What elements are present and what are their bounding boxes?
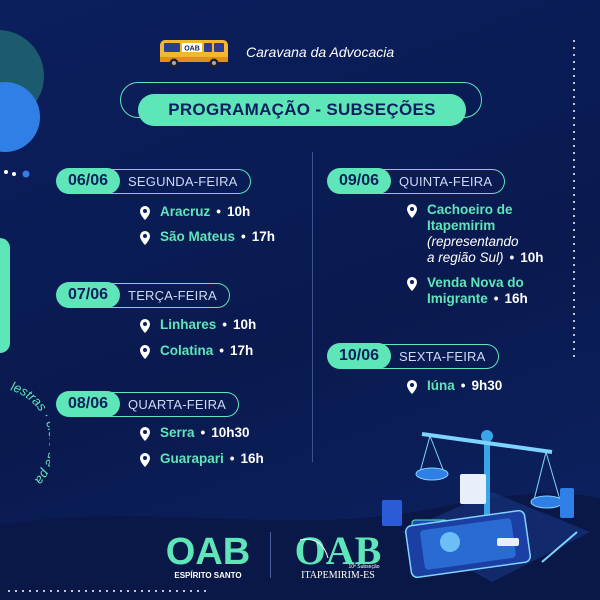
event-subtitle: Caravana da Advocacia	[246, 44, 395, 60]
day-header: 08/06 QUARTA-FEIRA	[56, 391, 240, 417]
svg-text:OAB: OAB	[184, 46, 200, 53]
time: 16h	[504, 291, 528, 306]
location-item: Serra•10h30	[138, 425, 250, 451]
city-name-line2: Itapemirim	[427, 218, 496, 233]
location-item: Guarapari•16h	[138, 451, 264, 477]
time: 10h	[233, 317, 257, 332]
map-pin-icon	[407, 204, 417, 218]
time: 10h	[227, 204, 251, 219]
decor-dots	[4, 170, 30, 178]
svg-text:ESPÍRITO SANTO: ESPÍRITO SANTO	[174, 571, 241, 580]
map-pin-icon	[140, 231, 150, 245]
city-name: Colatina	[160, 343, 214, 358]
location-item: Colatina•17h	[138, 343, 253, 369]
logo-separator	[270, 532, 271, 578]
weekday-label: QUARTA-FEIRA	[106, 391, 240, 417]
map-pin-icon	[140, 206, 150, 220]
time: 10h30	[211, 425, 250, 440]
curved-text-decoration: lestras · ciclo de pa	[9, 379, 50, 489]
city-name: São Mateus	[160, 229, 236, 244]
column-divider	[312, 152, 313, 462]
map-pin-icon	[140, 345, 150, 359]
day-header: 10/06 SEXTA-FEIRA	[327, 343, 499, 369]
weekday-label: SEGUNDA-FEIRA	[106, 168, 251, 194]
weekday-label: SEXTA-FEIRA	[377, 343, 499, 369]
time: 16h	[240, 451, 264, 466]
day-header: 06/06 SEGUNDA-FEIRA	[56, 168, 251, 194]
city-name: Cachoeiro de	[427, 202, 513, 217]
weekday-label: TERÇA-FEIRA	[106, 282, 230, 308]
decor-bar	[0, 238, 10, 353]
weekday-label: QUINTA-FEIRA	[377, 168, 506, 194]
svg-text:ITAPEMIRIM-ES: ITAPEMIRIM-ES	[301, 570, 375, 581]
city-name: Serra	[160, 425, 195, 440]
map-pin-icon	[140, 427, 150, 441]
day-header: 07/06 TERÇA-FEIRA	[56, 282, 230, 308]
location-item: Venda Nova do Imigrante•16h	[405, 275, 528, 309]
date-badge: 09/06	[327, 168, 392, 194]
svg-text:OAB: OAB	[166, 531, 250, 573]
date-badge: 06/06	[56, 168, 121, 194]
city-name: Linhares	[160, 317, 217, 332]
map-pin-icon	[407, 277, 417, 291]
location-note: (representando	[427, 234, 519, 249]
location-item: Linhares•10h	[138, 317, 256, 343]
location-item: São Mateus•17h	[138, 229, 275, 255]
date-badge: 10/06	[327, 343, 392, 369]
map-pin-icon	[140, 319, 150, 333]
location-item: Iúna•9h30	[405, 378, 502, 404]
city-name-line2: Imigrante	[427, 291, 488, 306]
time: 17h	[230, 343, 254, 358]
dotted-border-right	[573, 40, 575, 360]
schedule-day: 06/06 SEGUNDA-FEIRA	[56, 168, 251, 194]
city-name: Aracruz	[160, 204, 211, 219]
location-item: Aracruz•10h	[138, 204, 250, 230]
date-badge: 08/06	[56, 391, 121, 417]
schedule-day: 10/06 SEXTA-FEIRA	[327, 343, 499, 369]
oab-itapemirim-logo: OAB 10ª Subseção ITAPEMIRIM-ES	[295, 528, 382, 581]
bus-icon: OAB	[160, 40, 228, 68]
time: 9h30	[471, 378, 503, 393]
time: 17h	[251, 229, 276, 244]
city-name: Venda Nova do	[427, 275, 524, 290]
svg-text:OAB: OAB	[295, 528, 382, 573]
city-name: Guarapari	[160, 451, 224, 466]
oab-es-logo: OAB ESPÍRITO SANTO	[166, 531, 250, 580]
dotted-border-bottom	[8, 590, 208, 592]
map-pin-icon	[407, 380, 417, 394]
time: 10h	[520, 250, 544, 265]
date-badge: 07/06	[56, 282, 121, 308]
scales-of-justice-illustration	[382, 430, 590, 582]
day-header: 09/06 QUINTA-FEIRA	[327, 168, 506, 194]
schedule-day: 09/06 QUINTA-FEIRA	[327, 168, 506, 194]
schedule-day: 07/06 TERÇA-FEIRA	[56, 282, 230, 308]
page-title: PROGRAMAÇÃO - SUBSEÇÕES	[138, 94, 466, 126]
location-item: Cachoeiro de Itapemirim (representando a…	[405, 202, 544, 266]
city-name: Iúna	[427, 378, 455, 393]
location-note-line2: a região Sul)	[427, 250, 504, 265]
schedule-day: 08/06 QUARTA-FEIRA	[56, 391, 240, 417]
map-pin-icon	[140, 453, 150, 467]
svg-text:10ª Subseção: 10ª Subseção	[348, 564, 379, 570]
